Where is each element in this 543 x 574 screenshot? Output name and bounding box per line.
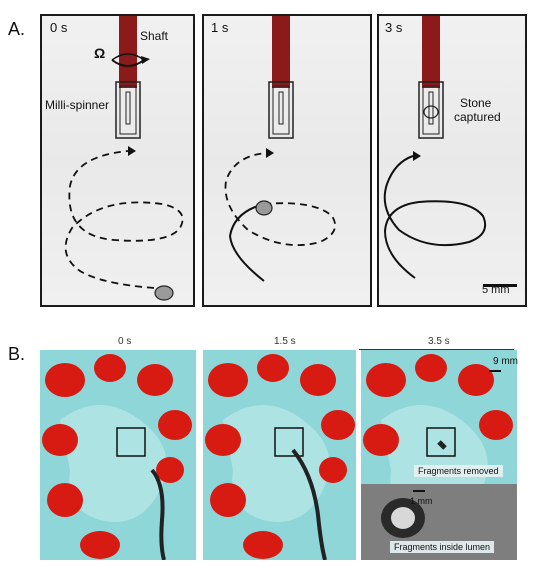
inset-scale-bar <box>413 490 425 492</box>
milli-spinner-label: Milli-spinner <box>45 98 110 112</box>
frame-b-0s <box>40 350 196 560</box>
scale-bar-a-label: 5 mm <box>482 284 510 296</box>
stone-captured-label-1: Stone <box>460 96 492 110</box>
frame-a-1s-drawing <box>224 16 336 282</box>
scale-bar-b <box>489 370 501 372</box>
frame-b-0s-time: 0 s <box>118 336 132 347</box>
stone <box>255 200 273 216</box>
shaft <box>422 16 440 88</box>
trajectory-dashed <box>224 152 336 247</box>
omega-label: Ω <box>94 45 106 61</box>
region-box <box>274 427 304 457</box>
fragments-inside-lumen-label: Fragments inside lumen <box>390 541 495 553</box>
region-box <box>116 427 146 457</box>
phantom-3.5s <box>361 350 517 560</box>
frame-a-3s-time: 3 s <box>385 20 403 35</box>
milli-spinner <box>268 81 294 139</box>
phantom-0s <box>40 350 196 560</box>
scale-bar-a <box>483 284 517 287</box>
catheter-tip <box>437 440 447 450</box>
panel-a-label: A. <box>8 19 26 39</box>
frame-a-3s-drawing <box>383 16 517 287</box>
frame-a-0s-drawing <box>64 16 184 301</box>
rotation-arrow-icon <box>111 59 145 67</box>
phantom-1.5s <box>203 350 356 560</box>
trajectory-path <box>64 150 184 289</box>
shaft <box>272 16 290 88</box>
frame-b-1.5s <box>203 350 356 560</box>
catheter <box>150 468 166 560</box>
frame-b-3.5s-time: 3.5 s <box>428 336 450 347</box>
milli-spinner <box>115 81 141 139</box>
frame-a-1s <box>202 14 372 307</box>
frame-b-3.5s <box>361 350 517 560</box>
frame-a-1s-time: 1 s <box>211 20 229 35</box>
frame-a-0s-time: 0 s <box>50 20 68 35</box>
inset-scale-bar-label: 1 mm <box>410 496 433 506</box>
frame-b-divider <box>359 349 514 350</box>
fragments-removed-label: Fragments removed <box>414 465 503 477</box>
region-box <box>426 427 456 457</box>
stone-captured-label-2: captured <box>454 110 501 124</box>
frame-a-3s <box>377 14 527 307</box>
trajectory-solid <box>228 203 265 282</box>
shaft-label: Shaft <box>140 29 169 43</box>
catheter <box>291 448 327 560</box>
stone <box>154 285 174 301</box>
scale-bar-b-label: 9 mm <box>493 356 518 367</box>
frame-a-0s <box>40 14 195 307</box>
shaft <box>119 16 137 88</box>
milli-spinner <box>418 81 444 139</box>
frame-b-1.5s-time: 1.5 s <box>274 336 296 347</box>
captured-stone <box>423 105 439 119</box>
trajectory-solid <box>383 155 487 279</box>
panel-b-label: B. <box>8 344 26 364</box>
